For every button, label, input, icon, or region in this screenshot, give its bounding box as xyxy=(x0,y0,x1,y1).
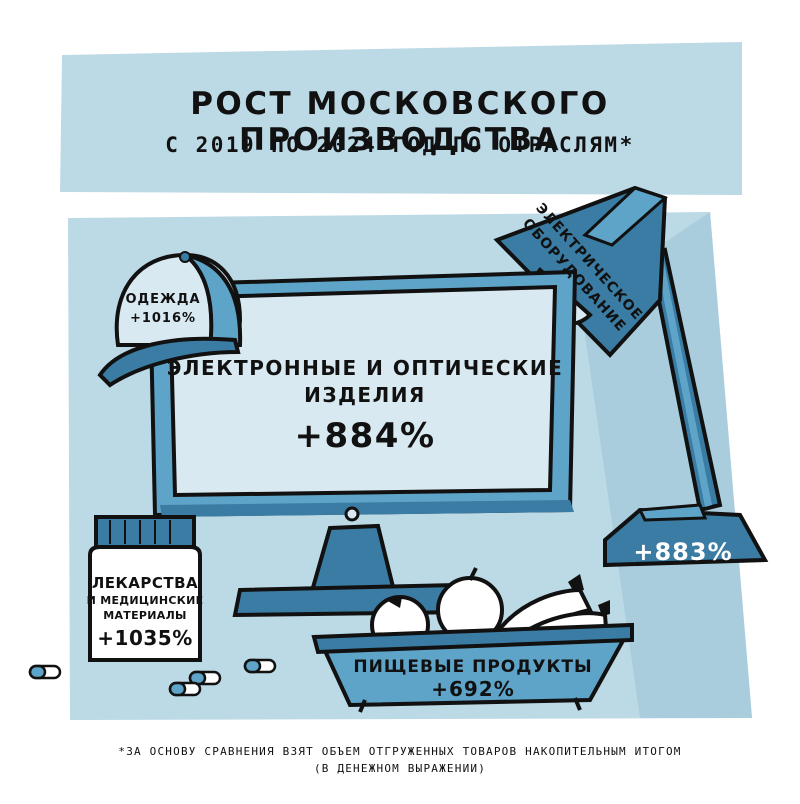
food-name: ПИЩЕВЫЕ ПРОДУКТЫ xyxy=(353,657,592,677)
page-title: РОСТ МОСКОВСКОГО ПРОИЗВОДСТВА xyxy=(190,86,610,158)
electronics-name-line2: ИЗДЕЛИЯ xyxy=(304,383,426,407)
header-panel xyxy=(60,42,742,195)
medicine-name-line1: ЛЕКАРСТВА xyxy=(92,574,198,592)
food-label: ПИЩЕВЫЕ ПРОДУКТЫ +692% xyxy=(353,657,592,701)
footnote-line1: *ЗА ОСНОВУ СРАВНЕНИЯ ВЗЯТ ОБЪЕМ ОТГРУЖЕН… xyxy=(118,745,682,758)
footnote-line2: (В ДЕНЕЖНОМ ВЫРАЖЕНИИ) xyxy=(313,762,487,775)
clothing-value: +1016% xyxy=(130,311,196,326)
food-basket-icon xyxy=(311,622,634,713)
medicine-value: +1035% xyxy=(97,626,192,650)
electrical-value: +883% xyxy=(633,538,732,566)
monitor-base xyxy=(232,582,474,618)
desk-lamp-icon xyxy=(493,185,769,568)
food-value: +692% xyxy=(431,677,515,701)
electronics-name-line1: ЭЛЕКТРОННЫЕ И ОПТИЧЕСКИЕ xyxy=(167,356,564,380)
page-subtitle: С 2019 ПО 2024 ГОД ПО ОТРАСЛЯМ* xyxy=(165,133,635,157)
electronics-label: ЭЛЕКТРОННЫЕ И ОПТИЧЕСКИЕ ИЗДЕЛИЯ +884% xyxy=(167,356,564,456)
medicine-label: ЛЕКАРСТВА И МЕДИЦИНСКИЕ МАТЕРИАЛЫ +1035% xyxy=(87,574,204,650)
clothing-label: ОДЕЖДА +1016% xyxy=(125,292,200,326)
baseball-cap-icon xyxy=(97,251,243,388)
computer-monitor-icon xyxy=(147,269,578,618)
capsule-icon xyxy=(28,658,277,697)
monitor-screen xyxy=(167,284,558,498)
medicine-name-line3: МАТЕРИАЛЫ xyxy=(103,609,187,622)
electronics-value: +884% xyxy=(294,416,435,456)
medicine-name-line2: И МЕДИЦИНСКИЕ xyxy=(87,594,204,607)
medicine-jar-icon xyxy=(88,515,202,662)
clothing-name: ОДЕЖДА xyxy=(125,292,200,307)
